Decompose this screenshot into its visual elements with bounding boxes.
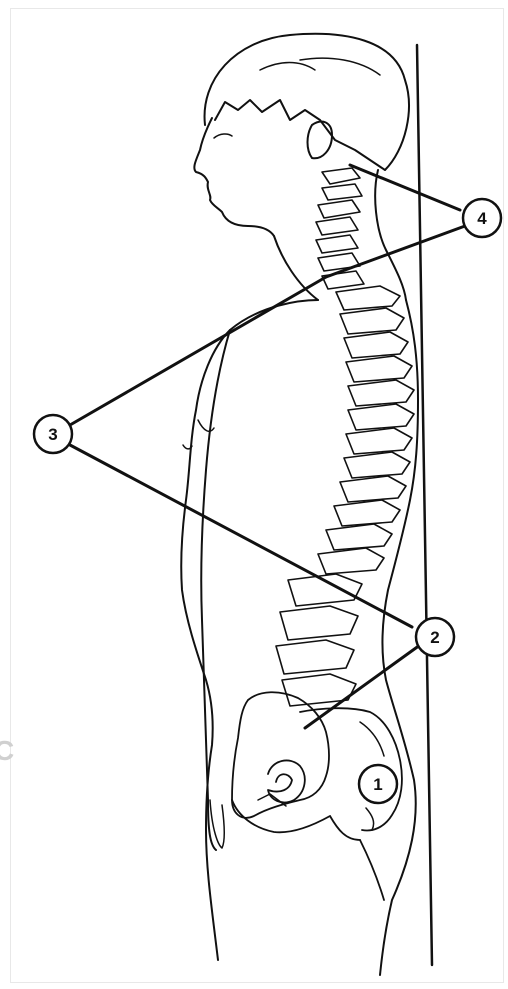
- thoracic-vertebrae-item: [340, 476, 406, 502]
- neck-front: [274, 236, 318, 300]
- cervical-vertebrae-item: [316, 217, 358, 235]
- thoracic-vertebrae-item: [348, 404, 414, 430]
- back-outline: [380, 300, 418, 975]
- brow: [214, 134, 232, 138]
- thoracic-vertebrae-item: [348, 380, 414, 406]
- callout-3: 3: [34, 415, 72, 453]
- lumbar-vertebrae-item: [276, 640, 354, 674]
- pointer-2: [305, 645, 420, 728]
- callout-3-label: 3: [48, 425, 57, 444]
- hair-outline: [205, 34, 409, 170]
- thoracic-vertebrae-item: [318, 548, 384, 574]
- lumbar-vertebrae-item: [280, 606, 358, 640]
- face-profile: [194, 118, 274, 236]
- thoracic-vertebrae-item: [346, 428, 412, 454]
- thoracic-vertebrae-item: [340, 308, 404, 334]
- thoracic-vertebrae-item: [326, 524, 392, 550]
- hair-strands: [260, 58, 380, 75]
- thoracic-vertebrae-item: [346, 356, 412, 382]
- callout-1-label: 1: [373, 775, 382, 794]
- thoracic-vertebrae: [318, 286, 414, 574]
- cervical-vertebrae-item: [322, 184, 362, 200]
- neck-back: [375, 170, 406, 300]
- edge-fragment-text: C: [0, 735, 14, 766]
- pointer-4a: [350, 165, 460, 210]
- lumbar-vertebrae-item: [282, 674, 356, 706]
- ear: [308, 122, 333, 159]
- callout-1: 1: [359, 765, 397, 803]
- arm-outline: [201, 330, 230, 850]
- callout-2-label: 2: [430, 628, 439, 647]
- thoracic-vertebrae-item: [336, 286, 400, 310]
- thoracic-vertebrae-item: [344, 332, 408, 358]
- gluteal-line: [360, 840, 384, 900]
- callout-4: 4: [463, 199, 501, 237]
- callout-4-label: 4: [477, 209, 487, 228]
- plumb-line: [417, 45, 432, 965]
- cervical-vertebrae-item: [322, 168, 360, 184]
- cervical-vertebrae-item: [318, 200, 360, 218]
- thoracic-vertebrae-item: [334, 500, 400, 526]
- ilium: [232, 692, 329, 818]
- pointer-3b: [70, 445, 412, 627]
- cervical-vertebrae-item: [316, 235, 358, 253]
- thoracic-vertebrae-item: [344, 452, 410, 478]
- callout-2: 2: [416, 618, 454, 656]
- cervical-vertebrae-item: [322, 271, 364, 289]
- lumbar-vertebrae-item: [288, 574, 362, 606]
- ischium: [232, 800, 360, 840]
